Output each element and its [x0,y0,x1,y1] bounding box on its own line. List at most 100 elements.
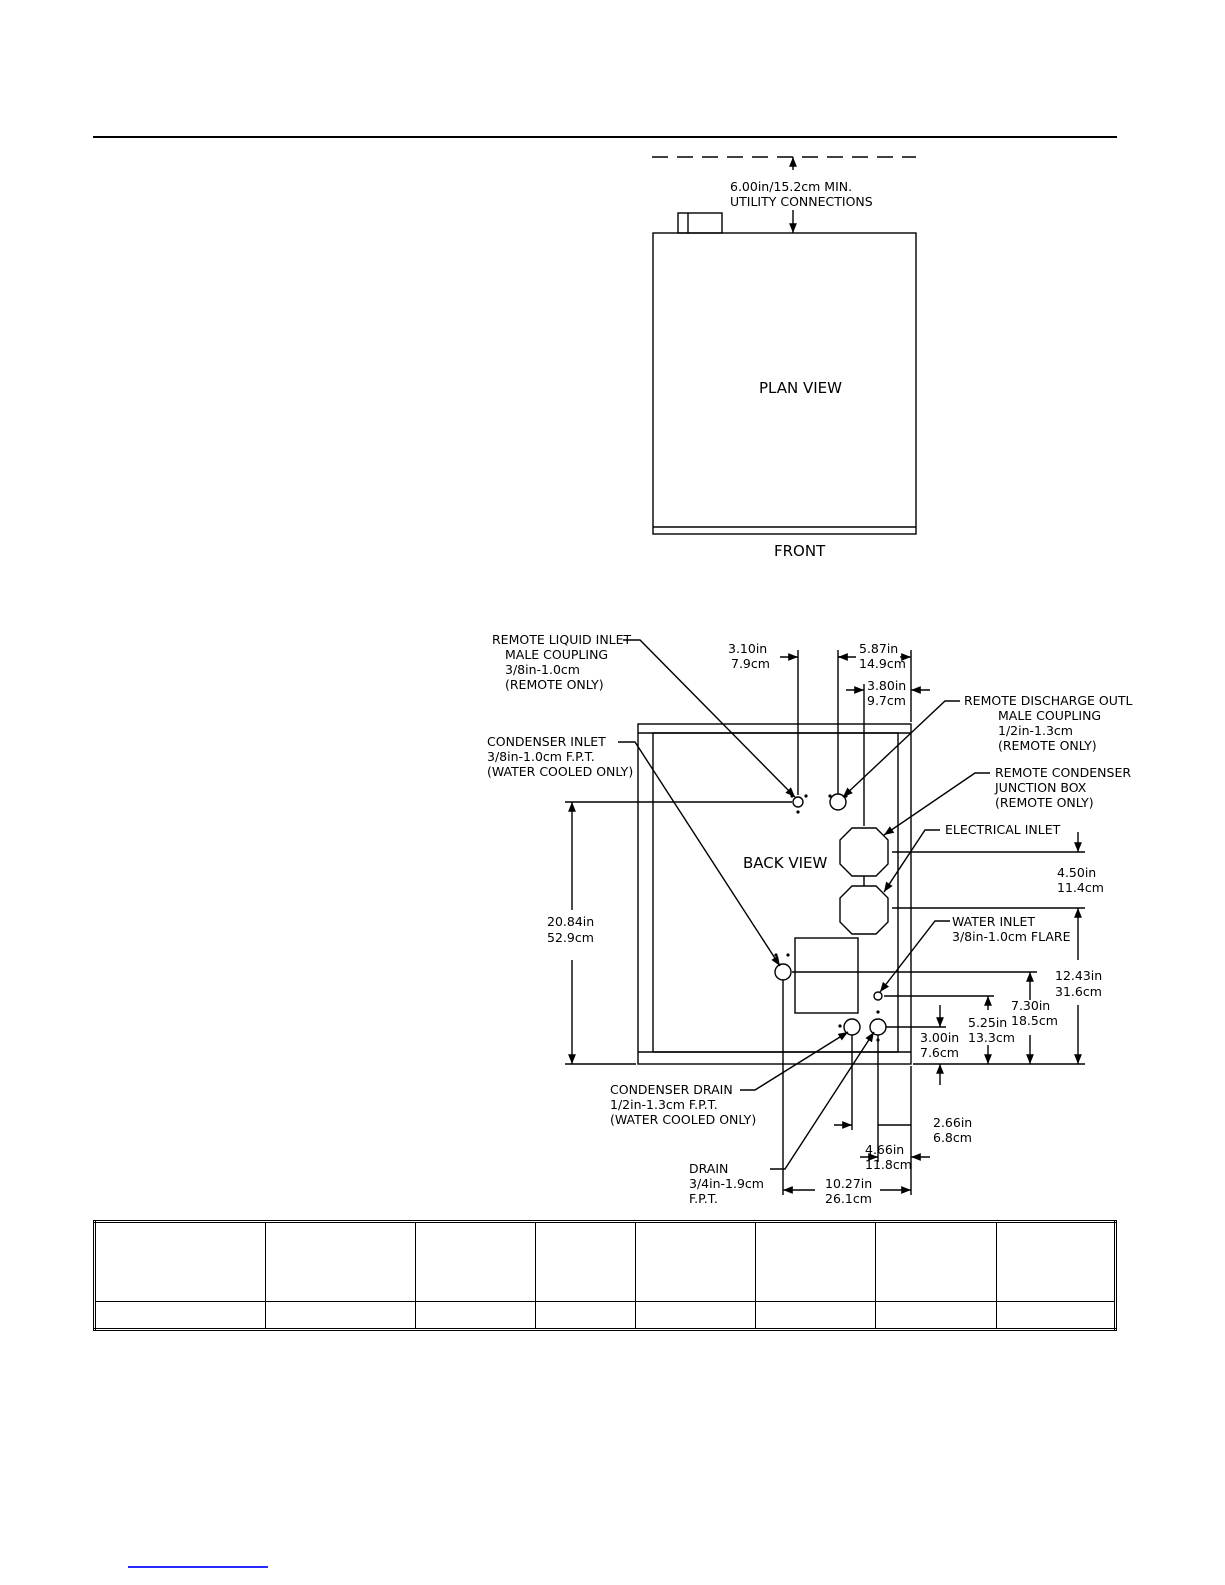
back-view-outline [637,723,912,1065]
callout-electrical-inlet: ELECTRICAL INLET [945,822,1061,837]
svg-text:3/4in-1.9cm: 3/4in-1.9cm [689,1176,764,1191]
electrical-inlet-box [839,885,889,935]
plan-view-fitting [677,212,723,234]
condenser-inlet-port [774,963,792,981]
svg-text:REMOTE LIQUID INLET: REMOTE LIQUID INLET [492,632,632,647]
svg-text:12.43in: 12.43in [1055,968,1102,983]
svg-text:3.80in: 3.80in [867,678,906,693]
callout-water-inlet: WATER INLET 3/8in-1.0cm FLARE [952,914,1071,944]
svg-text:13.3cm: 13.3cm [968,1030,1015,1045]
leader-remote-condenser-jbox [883,772,990,836]
svg-text:5.25in: 5.25in [968,1015,1007,1030]
leader-water-inlet [879,920,950,993]
svg-text:3/8in-1.0cm: 3/8in-1.0cm [505,662,580,677]
svg-text:4.50in: 4.50in [1057,865,1096,880]
svg-text:REMOTE CONDENSER: REMOTE CONDENSER [995,765,1131,780]
svg-text:11.8cm: 11.8cm [865,1157,912,1172]
spec-header-cell [94,1221,266,1302]
svg-text:3/8in-1.0cm F.P.T.: 3/8in-1.0cm F.P.T. [487,749,595,764]
svg-text:10.27in: 10.27in [825,1176,872,1191]
svg-text:3/8in-1.0cm FLARE: 3/8in-1.0cm FLARE [952,929,1071,944]
back-view-label: BACK VIEW [743,854,828,872]
svg-text:WATER INLET: WATER INLET [952,914,1035,929]
remote-liquid-inlet-port [792,796,804,808]
spec-header-cell [535,1221,636,1302]
dim-label-4-66: 4.66in 11.8cm [865,1142,912,1172]
dim-label-5-87: 5.87in 14.9cm [859,641,906,671]
svg-text:1/2in-1.3cm: 1/2in-1.3cm [998,723,1073,738]
plan-view-outline [652,232,917,535]
dim-label-10-27: 10.27in 26.1cm [825,1176,872,1206]
svg-text:31.6cm: 31.6cm [1055,984,1102,999]
leader-condenser-inlet [618,741,781,967]
svg-text:(REMOTE ONLY): (REMOTE ONLY) [505,677,604,692]
remote-condenser-junction-box [839,827,889,877]
svg-text:F.P.T.: F.P.T. [689,1191,718,1206]
svg-text:5.87in: 5.87in [859,641,898,656]
spec-value-cell [94,1301,266,1330]
dim-label-5-25: 5.25in 13.3cm [968,1015,1015,1045]
spec-value-cell [754,1301,877,1330]
spec-header-cell [264,1221,416,1302]
svg-text:9.7cm: 9.7cm [867,693,906,708]
spec-header-cell [754,1221,877,1302]
svg-text:20.84in: 20.84in [547,914,594,929]
svg-text:CONDENSER INLET: CONDENSER INLET [487,734,606,749]
svg-text:6.8cm: 6.8cm [933,1130,972,1145]
svg-text:7.9cm: 7.9cm [731,656,770,671]
back-view-control-panel [794,937,859,1014]
back-view [565,639,1085,1195]
callout-remote-discharge: REMOTE DISCHARGE OUTL MALE COUPLING 1/2i… [964,693,1133,753]
mounting-dots [774,794,880,1042]
dim-label-3-10: 3.10in 7.9cm [728,641,770,671]
spec-table-header-row [94,1221,1117,1302]
drain-port [869,1018,887,1036]
callout-drain: DRAIN 3/4in-1.9cm F.P.T. [689,1161,764,1206]
front-label: FRONT [774,542,826,560]
leader-electrical-inlet [883,829,940,893]
svg-text:4.66in: 4.66in [865,1142,904,1157]
svg-text:7.6cm: 7.6cm [920,1045,959,1060]
svg-text:CONDENSER DRAIN: CONDENSER DRAIN [610,1082,733,1097]
water-inlet-port [873,991,883,1001]
svg-text:52.9cm: 52.9cm [547,930,594,945]
clearance-label-line2: UTILITY CONNECTIONS [730,194,873,209]
spec-value-cell [535,1301,636,1330]
dim-label-3-80: 3.80in 9.7cm [867,678,906,708]
callout-condenser-inlet: CONDENSER INLET 3/8in-1.0cm F.P.T. (WATE… [487,734,633,779]
svg-text:MALE COUPLING: MALE COUPLING [998,708,1101,723]
svg-text:DRAIN: DRAIN [689,1161,728,1176]
leader-remote-liquid-inlet [623,639,796,798]
clearance-label-line1: 6.00in/15.2cm MIN. [730,179,852,194]
svg-text:REMOTE DISCHARGE OUTL: REMOTE DISCHARGE OUTL [964,693,1133,708]
spec-value-cell [264,1301,416,1330]
svg-text:18.5cm: 18.5cm [1011,1013,1058,1028]
dim-label-12-43: 12.43in 31.6cm [1055,968,1102,999]
plan-view-label: PLAN VIEW [759,379,842,397]
dim-label-7-30: 7.30in 18.5cm [1011,998,1058,1028]
svg-text:14.9cm: 14.9cm [859,656,906,671]
dim-label-4-50: 4.50in 11.4cm [1057,865,1104,895]
spec-table [93,1220,1117,1331]
callout-remote-condenser-jbox: REMOTE CONDENSER JUNCTION BOX (REMOTE ON… [994,765,1131,810]
svg-text:2.66in: 2.66in [933,1115,972,1130]
svg-text:(REMOTE ONLY): (REMOTE ONLY) [998,738,1097,753]
callout-condenser-drain: CONDENSER DRAIN 1/2in-1.3cm F.P.T. (WATE… [610,1082,756,1127]
spec-header-cell [634,1221,756,1302]
spec-header-cell [995,1221,1117,1302]
svg-text:(WATER COOLED ONLY): (WATER COOLED ONLY) [487,764,633,779]
spec-table-value-row [94,1301,1117,1330]
svg-text:1/2in-1.3cm F.P.T.: 1/2in-1.3cm F.P.T. [610,1097,718,1112]
svg-text:(REMOTE ONLY): (REMOTE ONLY) [995,795,1094,810]
footer-link-underline[interactable] [128,1566,268,1568]
leader-remote-discharge [842,700,960,798]
leader-drain [770,1031,875,1170]
spec-value-cell [875,1301,997,1330]
dim-label-3-00: 3.00in 7.6cm [920,1030,959,1060]
spec-value-cell [634,1301,756,1330]
svg-text:ELECTRICAL INLET: ELECTRICAL INLET [945,822,1061,837]
spec-header-cell [414,1221,537,1302]
plan-view [652,156,917,535]
leader-condenser-drain [740,1031,849,1091]
